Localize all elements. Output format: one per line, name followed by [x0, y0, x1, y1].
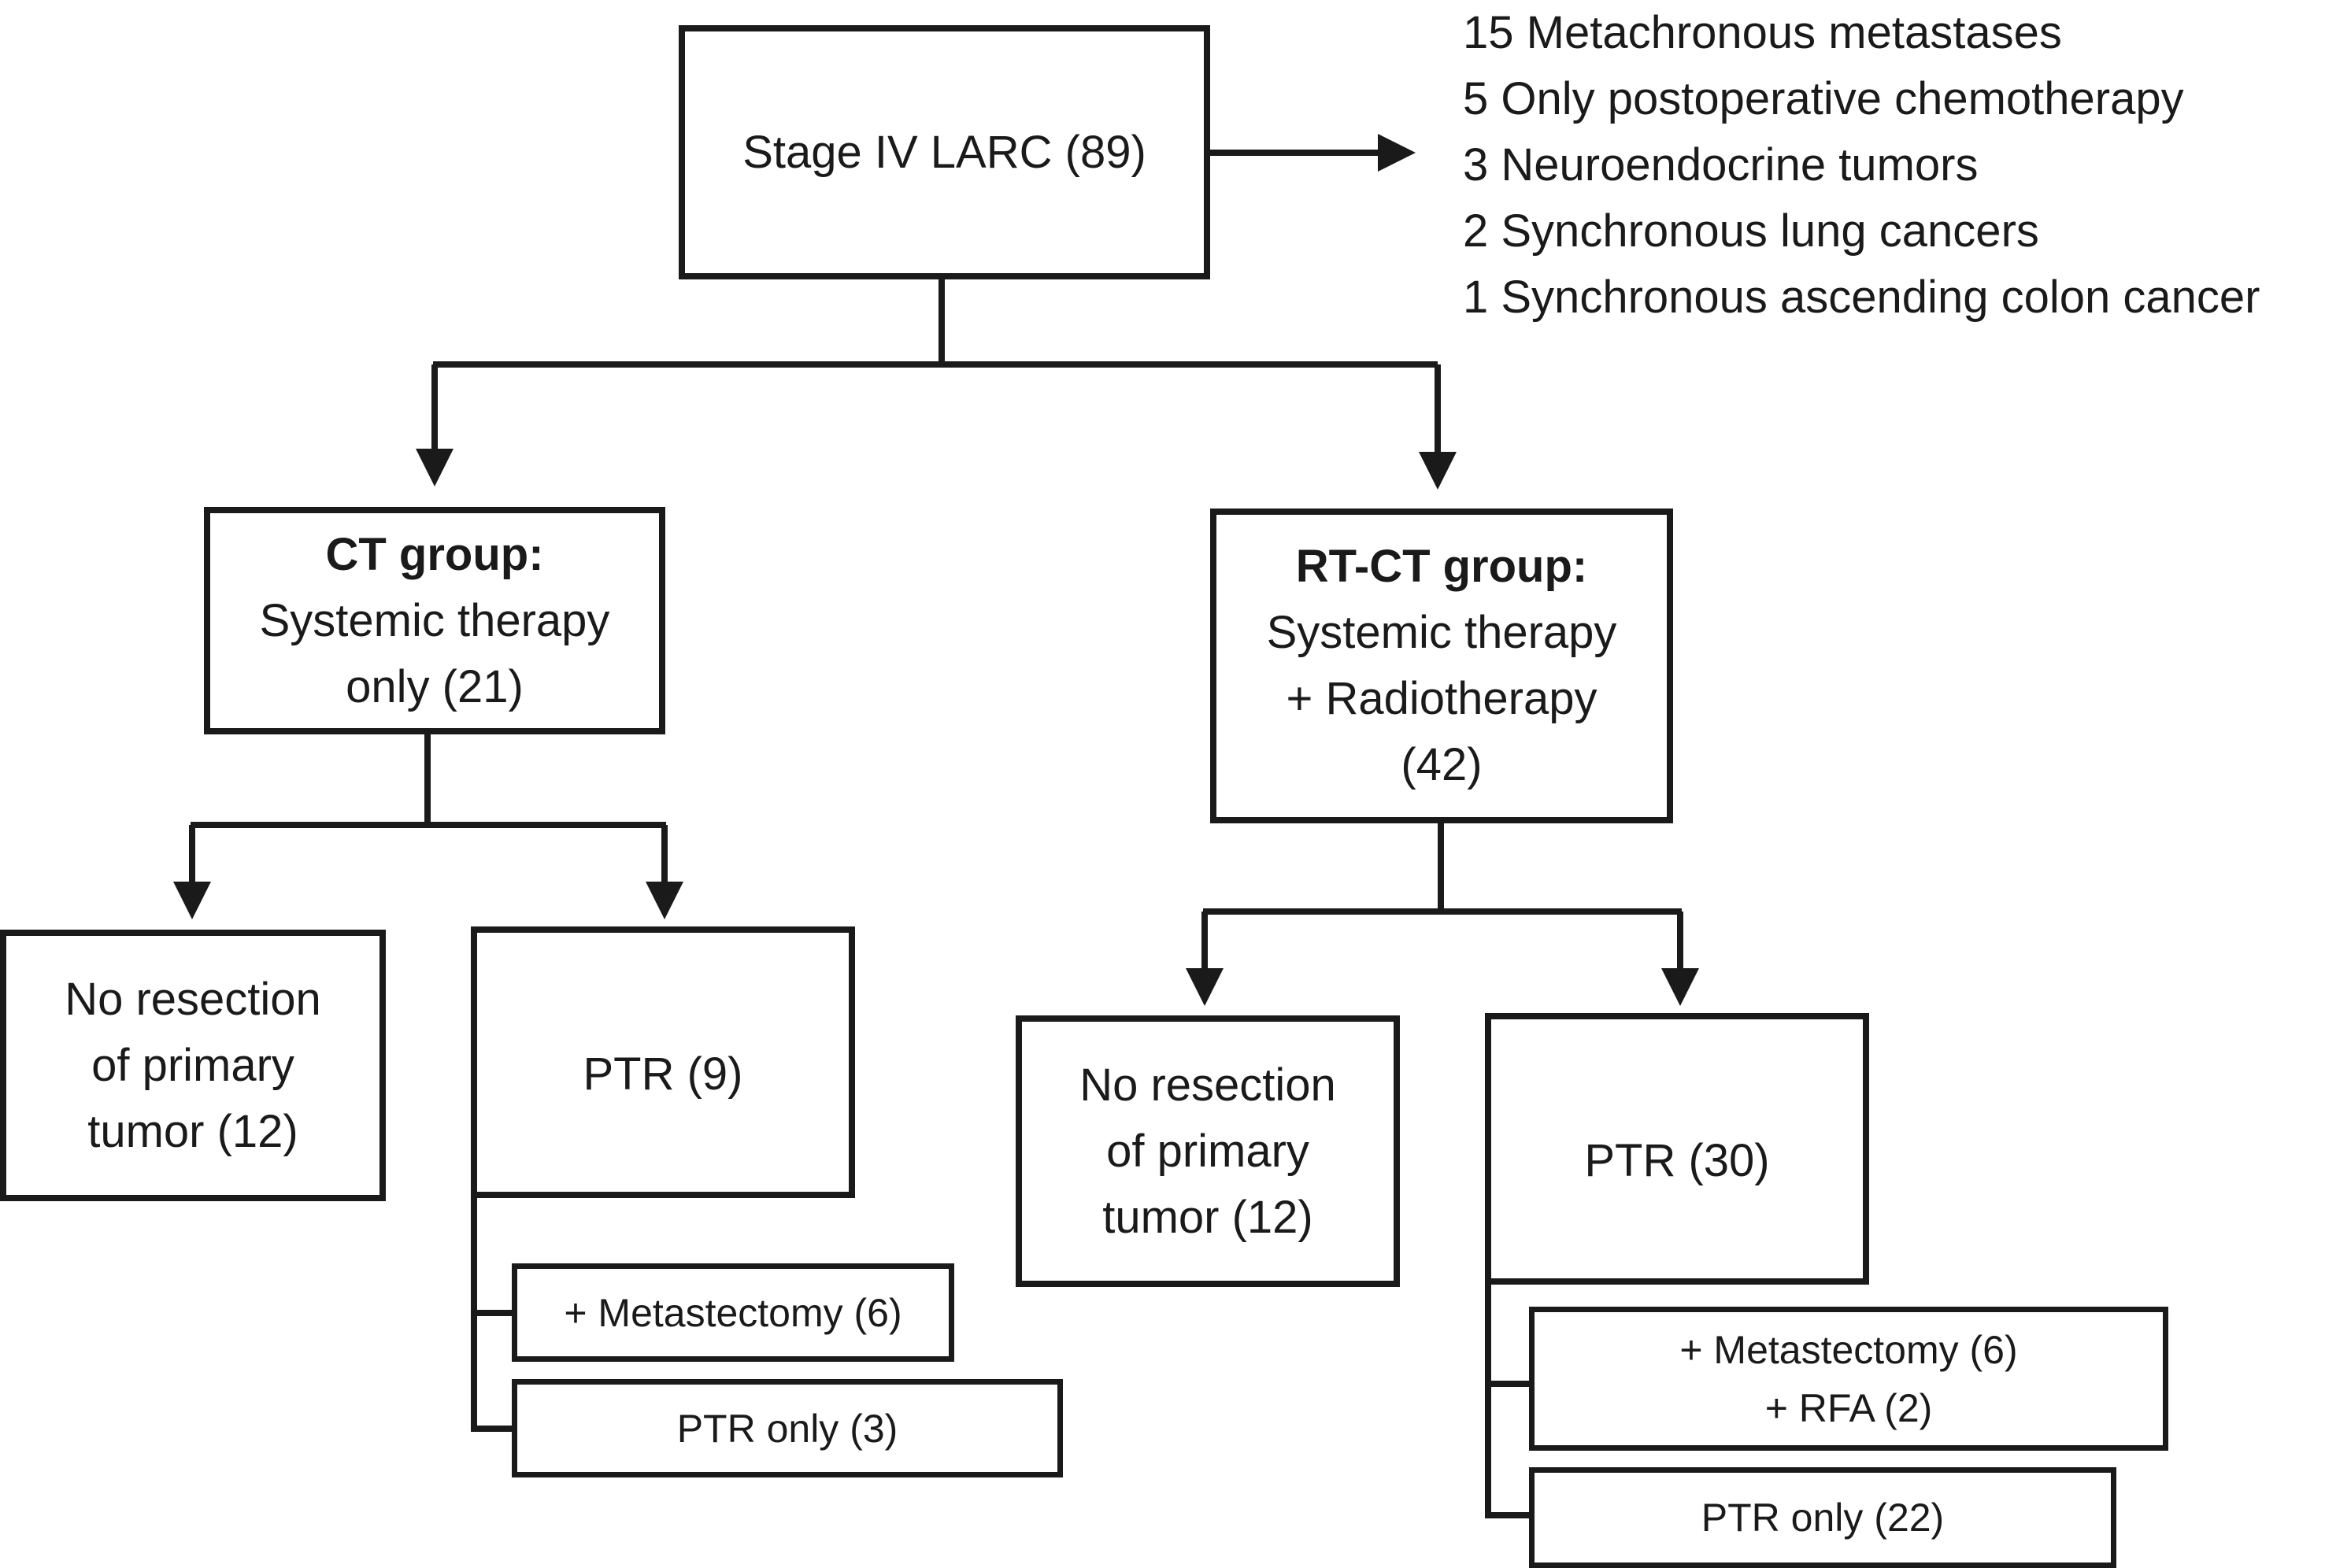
root-label: Stage IV LARC (89)	[742, 126, 1146, 178]
ct-ptr-only-box: PTR only (3)	[512, 1379, 1063, 1477]
ct-group-title: CT group:	[325, 528, 544, 580]
rtct-group-box: RT-CT group: Systemic therapy + Radiothe…	[1210, 508, 1673, 823]
exclusion-list: 15 Metachronous metastases 5 Only postop…	[1463, 0, 2260, 331]
ct-ptr-only-label: PTR only (3)	[676, 1406, 898, 1451]
ct-group-box: CT group: Systemic therapy only (21)	[204, 507, 665, 734]
ct-no-resection-line: No resection	[65, 973, 321, 1025]
rtct-metastectomy-box: + Metastectomy (6) + RFA (2)	[1529, 1307, 2168, 1451]
rtct-metastectomy-line: + RFA (2)	[1764, 1385, 1933, 1430]
exclusion-item: 15 Metachronous metastases	[1463, 7, 2062, 58]
root-box: Stage IV LARC (89)	[679, 25, 1210, 279]
rtct-no-resection-line: of primary	[1106, 1125, 1309, 1177]
ct-no-resection-line: of primary	[91, 1039, 294, 1091]
rtct-no-resection-line: tumor (12)	[1102, 1191, 1313, 1243]
ct-ptr-label: PTR (9)	[583, 1048, 743, 1100]
ct-group-line: Systemic therapy	[259, 594, 610, 646]
ct-metastectomy-box: + Metastectomy (6)	[512, 1263, 954, 1362]
rtct-group-line: Systemic therapy	[1266, 607, 1617, 658]
rtct-ptr-only-box: PTR only (22)	[1529, 1467, 2116, 1568]
exclusion-item: 1 Synchronous ascending colon cancer	[1463, 272, 2260, 323]
ct-no-resection-line: tumor (12)	[87, 1105, 298, 1157]
ct-metastectomy-label: + Metastectomy (6)	[564, 1290, 902, 1335]
rtct-ptr-box: PTR (30)	[1485, 1013, 1869, 1285]
rtct-metastectomy-line: + Metastectomy (6)	[1679, 1327, 2018, 1372]
ct-ptr-box: PTR (9)	[471, 926, 855, 1198]
rtct-no-resection-box: No resection of primary tumor (12)	[1016, 1015, 1400, 1287]
ct-no-resection-box: No resection of primary tumor (12)	[0, 930, 386, 1201]
rtct-group-line: (42)	[1401, 739, 1483, 790]
rtct-group-title: RT-CT group:	[1295, 541, 1588, 592]
exclusion-item: 2 Synchronous lung cancers	[1463, 205, 2039, 257]
rtct-group-line: + Radiotherapy	[1286, 673, 1598, 724]
rtct-ptr-only-label: PTR only (22)	[1701, 1496, 1945, 1540]
rtct-no-resection-line: No resection	[1079, 1059, 1336, 1111]
exclusion-item: 5 Only postoperative chemotherapy	[1463, 73, 2184, 124]
ct-group-line: only (21)	[346, 660, 524, 712]
exclusion-item: 3 Neuroendocrine tumors	[1463, 139, 1979, 190]
rtct-ptr-label: PTR (30)	[1584, 1135, 1770, 1186]
